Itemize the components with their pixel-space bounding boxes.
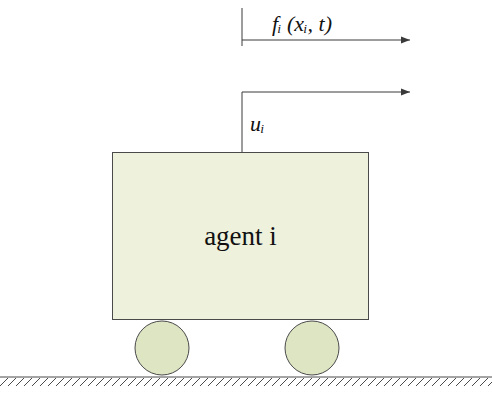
hatch-stroke <box>224 378 232 386</box>
hatch-stroke <box>120 378 128 386</box>
hatch-stroke <box>72 378 80 386</box>
hatch-stroke <box>176 378 184 386</box>
hatch-stroke <box>360 378 368 386</box>
hatch-stroke <box>192 378 200 386</box>
input-stem <box>242 92 243 152</box>
hatch-stroke <box>96 378 104 386</box>
hatch-stroke <box>416 378 424 386</box>
hatch-stroke <box>464 378 472 386</box>
hatch-stroke <box>136 378 144 386</box>
ground-hatching <box>0 378 492 386</box>
hatch-stroke <box>160 378 168 386</box>
hatch-stroke <box>0 378 8 386</box>
hatch-stroke <box>168 378 176 386</box>
hatch-stroke <box>384 378 392 386</box>
hatch-stroke <box>272 378 280 386</box>
hatch-stroke <box>440 378 448 386</box>
ground-line <box>0 377 492 378</box>
hatch-stroke <box>312 378 320 386</box>
hatch-stroke <box>456 378 464 386</box>
hatch-stroke <box>248 378 256 386</box>
hatch-stroke <box>368 378 376 386</box>
hatch-stroke <box>184 378 192 386</box>
hatch-stroke <box>344 378 352 386</box>
hatch-stroke <box>296 378 304 386</box>
hatch-stroke <box>128 378 136 386</box>
force-arrow <box>242 40 410 41</box>
hatch-stroke <box>280 378 288 386</box>
hatch-stroke <box>88 378 96 386</box>
hatch-stroke <box>112 378 120 386</box>
hatch-stroke <box>304 378 312 386</box>
input-arrow <box>242 92 410 93</box>
hatch-stroke <box>488 378 492 386</box>
wheel <box>285 321 339 375</box>
hatch-stroke <box>144 378 152 386</box>
hatch-stroke <box>152 378 160 386</box>
hatch-stroke <box>424 378 432 386</box>
hatch-stroke <box>400 378 408 386</box>
hatch-stroke <box>8 378 16 386</box>
hatch-stroke <box>264 378 272 386</box>
hatch-stroke <box>64 378 72 386</box>
hatch-stroke <box>216 378 224 386</box>
hatch-stroke <box>392 378 400 386</box>
hatch-stroke <box>328 378 336 386</box>
hatch-stroke <box>256 378 264 386</box>
agent-box: agent i <box>112 152 369 320</box>
hatch-stroke <box>80 378 88 386</box>
hatch-stroke <box>16 378 24 386</box>
hatch-stroke <box>200 378 208 386</box>
hatch-stroke <box>208 378 216 386</box>
hatch-stroke <box>352 378 360 386</box>
hatch-stroke <box>432 378 440 386</box>
hatch-stroke <box>288 378 296 386</box>
hatch-stroke <box>472 378 480 386</box>
hatch-stroke <box>24 378 32 386</box>
hatch-stroke <box>32 378 40 386</box>
hatch-stroke <box>408 378 416 386</box>
hatch-stroke <box>240 378 248 386</box>
hatch-stroke <box>336 378 344 386</box>
hatch-stroke <box>56 378 64 386</box>
force-label: fᵢ (xᵢ, t) <box>272 13 332 35</box>
hatch-stroke <box>376 378 384 386</box>
input-label: uᵢ <box>250 113 264 135</box>
hatch-stroke <box>104 378 112 386</box>
hatch-stroke <box>48 378 56 386</box>
hatch-stroke <box>320 378 328 386</box>
hatch-stroke <box>40 378 48 386</box>
hatch-stroke <box>448 378 456 386</box>
agent-label: agent i <box>204 221 277 252</box>
hatch-stroke <box>480 378 488 386</box>
wheel <box>135 321 189 375</box>
hatch-stroke <box>232 378 240 386</box>
